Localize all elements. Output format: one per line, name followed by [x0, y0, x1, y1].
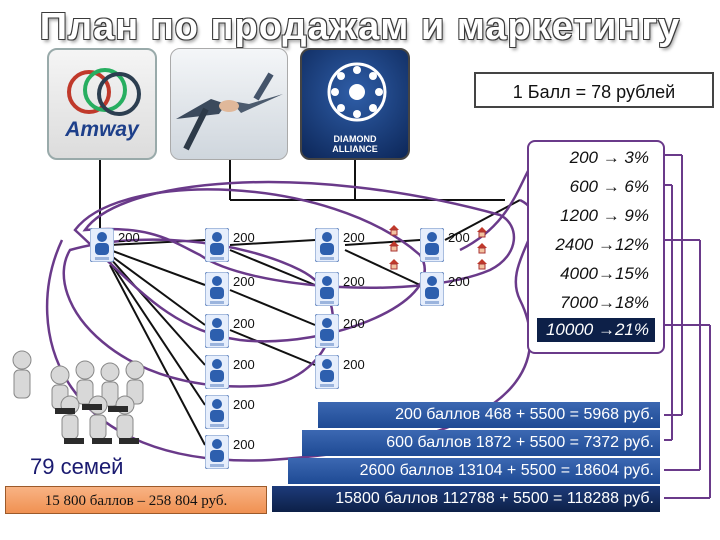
- level-6pct: 600 → 6%: [569, 177, 649, 196]
- house-icon: [476, 226, 488, 238]
- person-icon: [205, 228, 229, 262]
- house-icon: [388, 240, 400, 252]
- node-points-label: 200: [118, 230, 140, 245]
- node-points-label: 200: [233, 274, 255, 289]
- person-icon: [205, 355, 229, 389]
- person-icon: [420, 272, 444, 306]
- house-icon: [388, 258, 400, 270]
- node-points-label: 200: [448, 274, 470, 289]
- diamond-line1: DIAMOND: [333, 134, 377, 144]
- total-points-box: 15 800 баллов – 258 804 руб.: [5, 486, 267, 514]
- node-points-label: 200: [233, 397, 255, 412]
- person-icon: [205, 395, 229, 429]
- person-icon: [315, 272, 339, 306]
- calc-bar-600: 600 баллов 1872 + 5500 = 7372 руб.: [302, 430, 660, 456]
- level-18pct: 7000→18%: [560, 293, 649, 312]
- person-icon: [90, 228, 114, 262]
- node-points-label: 200: [343, 230, 365, 245]
- node-points-label: 200: [233, 437, 255, 452]
- person-icon: [205, 314, 229, 348]
- node-points-label: 200: [448, 230, 470, 245]
- amway-wordmark: Amway: [65, 118, 139, 141]
- diamond-stars-icon: [327, 62, 387, 122]
- amway-logo: Amway: [47, 48, 157, 160]
- person-icon: [205, 435, 229, 469]
- node-points-label: 200: [343, 357, 365, 372]
- house-icon: [476, 258, 488, 270]
- diamond-line2: ALLIANCE: [332, 144, 378, 154]
- node-points-label: 200: [343, 274, 365, 289]
- house-icon: [476, 242, 488, 254]
- level-3pct: 200 → 3%: [569, 148, 649, 167]
- calc-bar-15800: 15800 баллов 112788 + 5500 = 118288 руб.: [272, 486, 660, 512]
- amway-rings-icon: [67, 68, 141, 116]
- level-12pct: 2400 →12%: [555, 235, 649, 254]
- level-21pct: 10000 →21%: [537, 318, 655, 342]
- person-icon: [205, 272, 229, 306]
- house-icon: [388, 224, 400, 236]
- node-points-label: 200: [233, 316, 255, 331]
- diamond-alliance-logo: DIAMOND ALLIANCE: [300, 48, 410, 160]
- level-9pct: 1200 → 9%: [560, 206, 649, 225]
- calc-bar-200: 200 баллов 468 + 5500 = 5968 руб.: [318, 402, 660, 428]
- diamond-alliance-wordmark: DIAMOND ALLIANCE: [302, 134, 408, 154]
- handshake-icon: [176, 72, 283, 151]
- handshake-image: [170, 48, 288, 160]
- person-icon: [315, 228, 339, 262]
- page-title: План по продажам и маркетингу: [39, 6, 681, 48]
- point-rate-box: 1 Балл = 78 рублей: [474, 72, 714, 108]
- node-points-label: 200: [233, 230, 255, 245]
- person-icon: [420, 228, 444, 262]
- person-icon: [315, 314, 339, 348]
- calc-bar-2600: 2600 баллов 13104 + 5500 = 18604 руб.: [288, 458, 660, 484]
- person-icon: [315, 355, 339, 389]
- node-points-label: 200: [233, 357, 255, 372]
- level-15pct: 4000→15%: [560, 264, 649, 283]
- families-count: 79 семей: [30, 454, 124, 479]
- node-points-label: 200: [343, 316, 365, 331]
